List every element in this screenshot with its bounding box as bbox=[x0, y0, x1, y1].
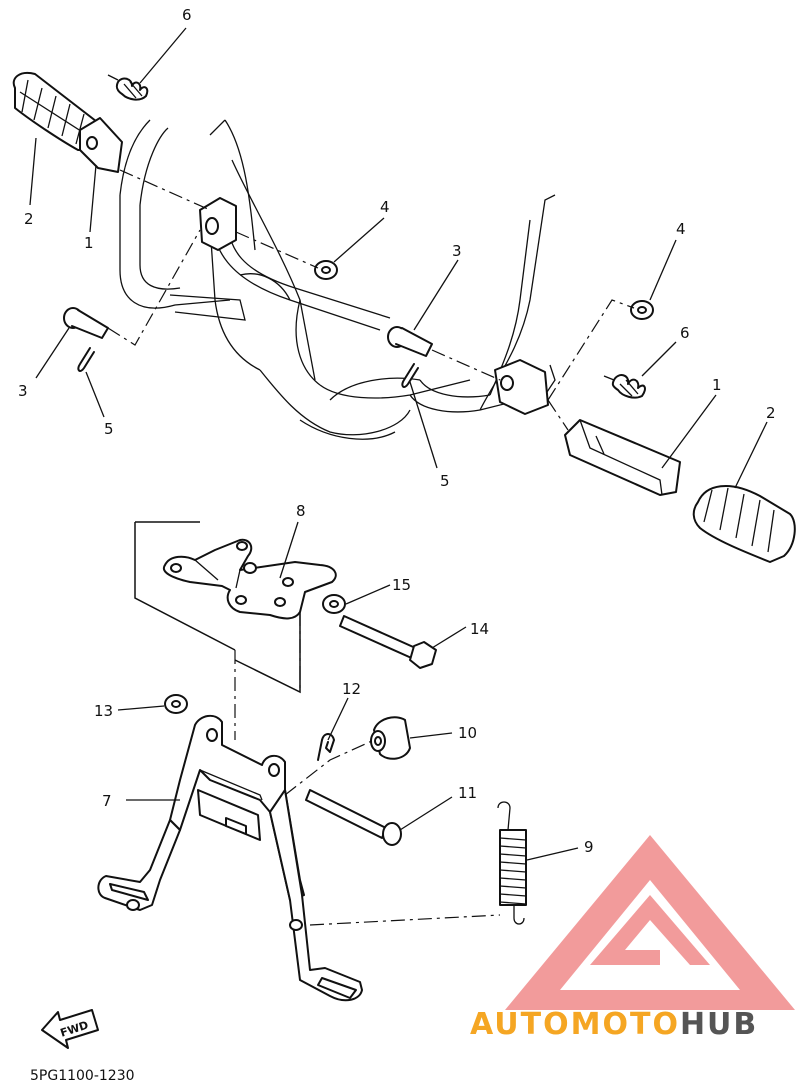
callout-2-right: 2 bbox=[766, 404, 776, 422]
automotohub-logo bbox=[505, 835, 795, 1010]
callouts: 6 2 1 4 3 4 6 3 1 2 5 5 8 15 14 12 13 10… bbox=[18, 6, 776, 856]
callout-2-left: 2 bbox=[24, 210, 34, 228]
shaft-11 bbox=[305, 789, 402, 846]
callout-4-right: 4 bbox=[676, 220, 686, 238]
left-washer bbox=[314, 260, 338, 280]
watermark-auto: AUTO bbox=[470, 1007, 571, 1042]
right-footrest-bracket-part bbox=[564, 419, 681, 496]
left-footrest-pin bbox=[63, 307, 109, 339]
callout-1-left: 1 bbox=[84, 234, 94, 252]
callout-13: 13 bbox=[94, 702, 113, 720]
right-washer bbox=[630, 300, 654, 320]
stand-spring-9 bbox=[497, 801, 527, 925]
callout-7: 7 bbox=[102, 792, 112, 810]
callout-5-left: 5 bbox=[104, 420, 114, 438]
callout-15: 15 bbox=[392, 576, 411, 594]
right-cotter-pin bbox=[401, 363, 419, 388]
right-footrest-bracket bbox=[494, 359, 549, 415]
callout-10: 10 bbox=[458, 724, 477, 742]
washer-13 bbox=[164, 694, 188, 714]
logo-triangle-inner bbox=[590, 895, 710, 965]
watermark-hub: HUB bbox=[680, 1007, 758, 1042]
frame-tubes bbox=[119, 119, 556, 440]
washer-15 bbox=[322, 594, 346, 614]
callout-6-right: 6 bbox=[680, 324, 690, 342]
left-cotter-pin bbox=[77, 347, 95, 372]
right-footrest-pin bbox=[387, 326, 433, 357]
leader-lines bbox=[29, 27, 768, 861]
callout-11: 11 bbox=[458, 784, 477, 802]
callout-3-left: 3 bbox=[18, 382, 28, 400]
left-footrest-spring bbox=[107, 74, 149, 101]
callout-8: 8 bbox=[296, 502, 306, 520]
right-footrest-spring bbox=[603, 374, 646, 399]
clip-12 bbox=[317, 733, 335, 761]
callout-4-left: 4 bbox=[380, 198, 390, 216]
bolt-14 bbox=[339, 615, 437, 669]
center-stand bbox=[97, 714, 363, 1002]
svg-text:AUTOMOTOHUB: AUTOMOTOHUB bbox=[470, 1007, 758, 1042]
callout-14: 14 bbox=[470, 620, 489, 638]
watermark-moto: MOTO bbox=[571, 1007, 680, 1042]
callout-5-right: 5 bbox=[440, 472, 450, 490]
automotohub-watermark: AUTOMOTOHUB bbox=[470, 1007, 758, 1042]
stand-bracket bbox=[162, 538, 337, 620]
callout-12: 12 bbox=[342, 680, 361, 698]
fwd-arrow-icon: FWD bbox=[41, 1009, 99, 1049]
callout-3-right: 3 bbox=[452, 242, 462, 260]
callout-6-left: 6 bbox=[182, 6, 192, 24]
left-footrest-bracket-part bbox=[79, 117, 123, 173]
callout-9: 9 bbox=[584, 838, 594, 856]
callout-1-right: 1 bbox=[712, 376, 722, 394]
collar-10 bbox=[370, 716, 411, 760]
logo-triangle-outer bbox=[505, 835, 795, 1010]
right-footrest-rubber bbox=[692, 484, 796, 563]
diagram-code: 5PG1100-1230 bbox=[30, 1068, 135, 1084]
